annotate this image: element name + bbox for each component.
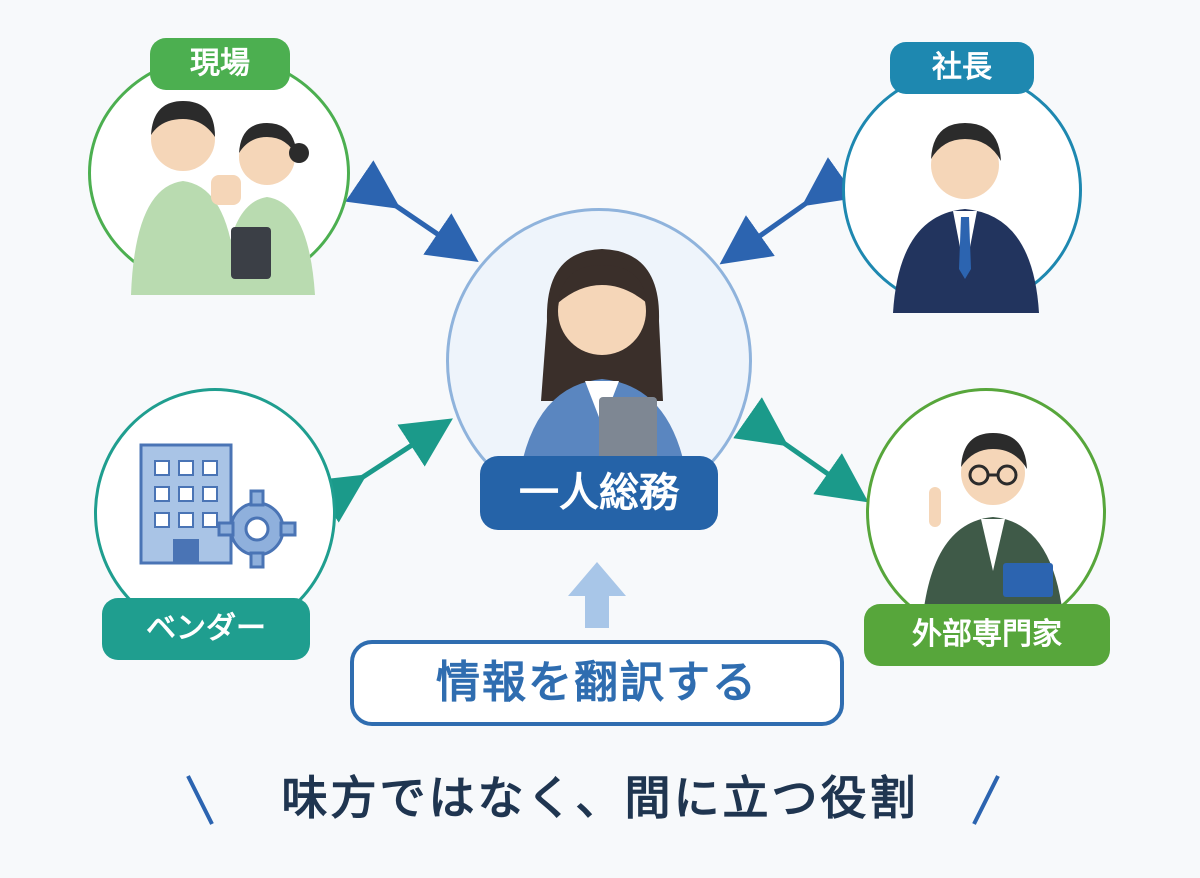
node-shacho (842, 70, 1082, 313)
up-arrow-icon (568, 562, 626, 628)
arrow-shacho-center (719, 157, 857, 265)
tagline: 味方ではなく、間に立つ役割 (281, 771, 919, 825)
label-expert: 外部専門家 (864, 604, 1110, 666)
tagline-slash-right (972, 775, 1000, 825)
arrow-genba-center (345, 160, 479, 263)
translate-info-caption: 情報を翻訳する (350, 640, 844, 726)
president-illustration (893, 123, 1039, 313)
expert-illustration (921, 433, 1065, 639)
field-workers-illustration (131, 101, 315, 295)
tagline-slash-left (186, 775, 214, 825)
building-gear-illustration (139, 443, 297, 569)
node-vendor (94, 388, 336, 638)
arrow-vendor-center (311, 418, 453, 523)
label-center: 一人総務 (480, 456, 718, 530)
label-shacho: 社長 (890, 42, 1034, 94)
label-vendor: ベンダー (102, 598, 310, 660)
arrow-expert-center (733, 397, 869, 503)
node-genba (88, 54, 350, 295)
node-expert (866, 388, 1106, 639)
gear-icon (217, 489, 297, 569)
label-genba: 現場 (150, 38, 290, 90)
